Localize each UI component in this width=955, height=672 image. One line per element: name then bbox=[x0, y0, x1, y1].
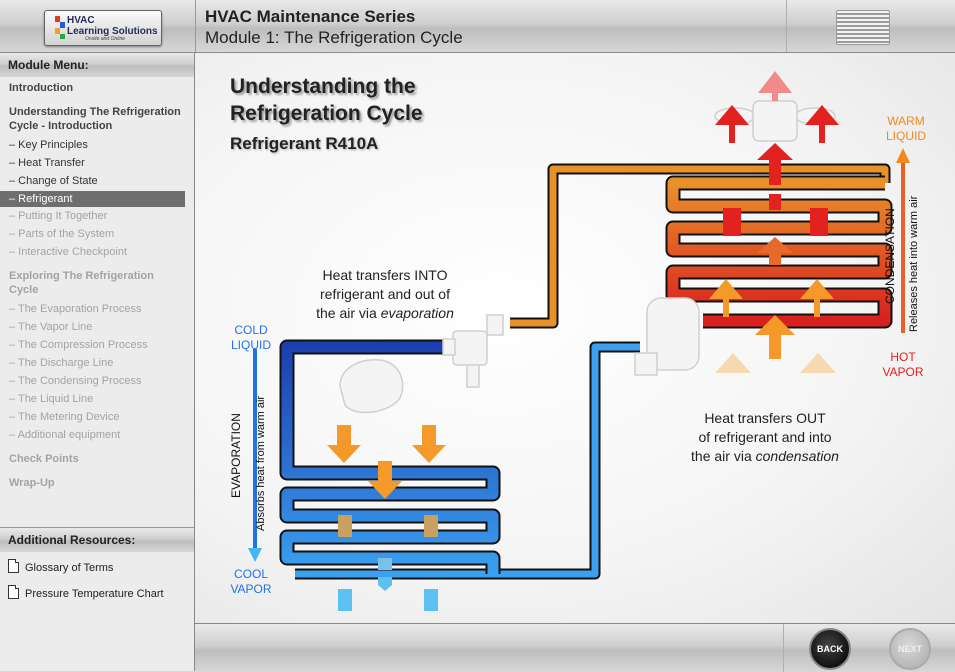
series-title: HVAC Maintenance Series bbox=[205, 7, 416, 26]
menu-item[interactable]: – The Evaporation Process bbox=[9, 303, 142, 315]
evaporator-airflow-arrows bbox=[327, 425, 446, 611]
header-bar: HVAC Learning Solutions Onsite and Onlin… bbox=[0, 0, 955, 53]
condenser-airflow-arrows bbox=[709, 71, 839, 373]
logo-text: HVAC Learning Solutions bbox=[67, 15, 158, 37]
cool-vapor-label: COOL VAPOR bbox=[230, 567, 272, 596]
back-button[interactable]: BACK bbox=[809, 628, 851, 670]
page-title: Understanding the Refrigeration Cycle bbox=[230, 75, 423, 125]
refrigeration-cycle-diagram bbox=[248, 71, 910, 611]
vent-grille-icon bbox=[836, 10, 890, 45]
page-subtitle: Refrigerant R410A bbox=[230, 134, 379, 153]
logo-tagline: Onsite and Online bbox=[85, 36, 126, 42]
diagram-area: Understanding the Refrigeration Cycle Re… bbox=[195, 53, 955, 623]
footer-bar: BACK NEXT bbox=[195, 623, 955, 672]
heat-into-caption: Heat transfers INTO refrigerant and out … bbox=[316, 267, 454, 321]
menu-item[interactable]: – Key Principles bbox=[9, 139, 88, 151]
menu-item[interactable]: – The Metering Device bbox=[9, 411, 120, 423]
compressor-icon bbox=[634, 297, 700, 376]
menu-item[interactable]: – Change of State bbox=[9, 175, 98, 187]
additional-resources-panel: Additional Resources: Glossary of Terms … bbox=[0, 527, 194, 671]
logo-mark-icon bbox=[55, 16, 65, 39]
menu-item[interactable]: – The Discharge Line bbox=[9, 357, 114, 369]
resource-pt-chart-link[interactable]: Pressure Temperature Chart bbox=[8, 585, 164, 600]
next-button[interactable]: NEXT bbox=[889, 628, 931, 670]
menu-item[interactable]: Exploring The Refrigeration Cycle bbox=[9, 270, 154, 296]
menu-item[interactable]: – Interactive Checkpoint bbox=[9, 246, 128, 258]
evaporation-label: EVAPORATION bbox=[229, 413, 243, 498]
cold-liquid-label: COLD LIQUID bbox=[230, 323, 271, 352]
resource-glossary-link[interactable]: Glossary of Terms bbox=[8, 559, 113, 574]
menu-item[interactable]: – Refrigerant bbox=[0, 191, 185, 207]
hot-vapor-label: HOT VAPOR bbox=[882, 350, 924, 379]
menu-item[interactable]: Understanding The Refrigeration Cycle - … bbox=[9, 106, 181, 132]
menu-item[interactable]: – The Compression Process bbox=[9, 339, 148, 351]
absorbs-heat-label: Absorbs heat from warm air bbox=[255, 395, 267, 531]
document-icon bbox=[8, 585, 19, 599]
module-menu-heading: Module Menu: bbox=[0, 53, 194, 77]
menu-item[interactable]: Check Points bbox=[9, 453, 79, 465]
menu-item[interactable]: Wrap-Up bbox=[9, 477, 55, 489]
menu-item[interactable]: – Heat Transfer bbox=[9, 157, 85, 169]
menu-item[interactable]: – The Vapor Line bbox=[9, 321, 93, 333]
condensation-label: CONDENSATION bbox=[883, 208, 897, 304]
releases-heat-label: Releases heat into warm air bbox=[908, 195, 920, 332]
module-title: Module 1: The Refrigeration Cycle bbox=[205, 28, 463, 47]
metering-device-icon bbox=[442, 314, 504, 388]
menu-item[interactable]: – Putting It Together bbox=[9, 210, 108, 222]
warm-liquid-label: WARM LIQUID bbox=[885, 114, 926, 143]
heat-out-caption: Heat transfers OUT of refrigerant and in… bbox=[691, 410, 839, 464]
evaporator-fan-icon bbox=[339, 359, 404, 414]
document-icon bbox=[8, 559, 19, 573]
menu-item[interactable]: – Parts of the System bbox=[9, 228, 115, 240]
logo: HVAC Learning Solutions Onsite and Onlin… bbox=[8, 6, 188, 46]
menu-item[interactable]: – Additional equipment bbox=[9, 429, 121, 441]
menu-item[interactable]: – The Condensing Process bbox=[9, 375, 142, 387]
menu-item[interactable]: Introduction bbox=[9, 82, 74, 94]
menu-item[interactable]: – The Liquid Line bbox=[9, 393, 94, 405]
resources-heading: Additional Resources: bbox=[0, 527, 194, 552]
